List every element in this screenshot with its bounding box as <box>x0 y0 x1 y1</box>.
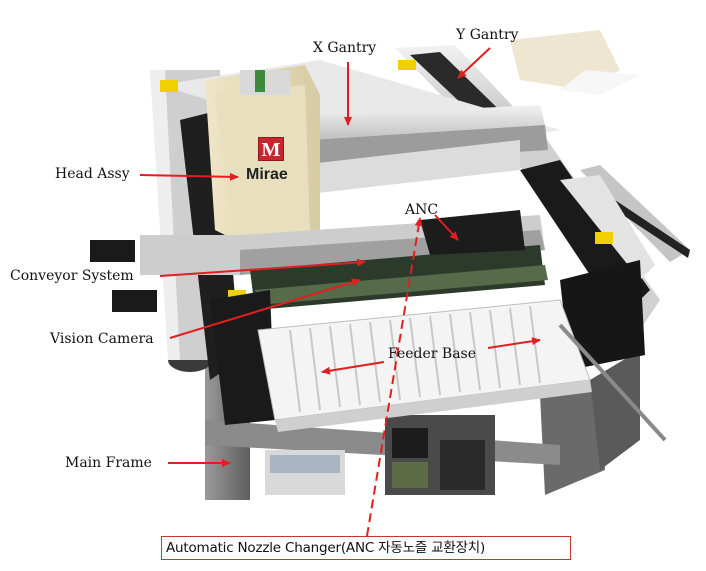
anc-dashed-leader <box>366 217 423 537</box>
feeder-base-shape <box>257 299 667 442</box>
label-feeder-base: Feeder Base <box>388 346 477 362</box>
conveyor-arrow <box>159 258 366 277</box>
head-assy-shape <box>205 65 320 259</box>
anc-caption-box: Automatic Nozzle Changer(ANC 자동노즐 교환장치) <box>161 536 571 560</box>
label-main-frame: Main Frame <box>65 455 152 471</box>
vision-camera-arrow <box>169 278 361 339</box>
label-y-gantry: Y Gantry <box>456 27 519 43</box>
y-gantry-arrow <box>457 47 491 79</box>
feeder-right-arrow <box>487 337 541 349</box>
mirae-brand-text: Mirae <box>246 166 288 183</box>
annotation-arrows <box>139 47 541 537</box>
mirae-logo-mark: M <box>258 137 284 161</box>
anc-arrow <box>434 214 459 241</box>
label-anc: ANC <box>405 202 439 218</box>
label-x-gantry: X Gantry <box>313 40 377 56</box>
vision-camera-shape <box>210 260 645 425</box>
conveyor-shape <box>90 210 613 312</box>
y-gantry-shape <box>395 30 640 145</box>
head-assy-arrow <box>139 172 239 181</box>
label-head-assy: Head Assy <box>55 166 130 182</box>
label-vision-camera: Vision Camera <box>50 331 154 347</box>
label-conveyor-system: Conveyor System <box>10 268 134 284</box>
feeder-left-arrow <box>321 361 385 375</box>
